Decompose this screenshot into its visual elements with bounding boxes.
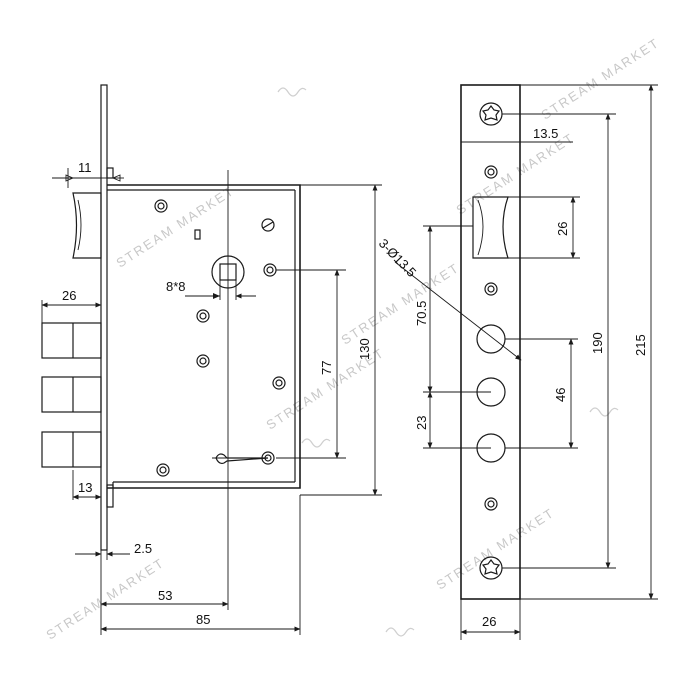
dim-label-130: 130 xyxy=(357,338,372,360)
dim-label-3-holes: 3-Ø13.5 xyxy=(376,236,419,280)
rivet-icon xyxy=(272,376,286,390)
dim-label-53: 53 xyxy=(158,588,172,603)
lock-body-side-view xyxy=(41,84,301,551)
faceplate-top-tab xyxy=(106,167,114,179)
small-slot xyxy=(194,229,201,240)
deadbolt-group xyxy=(41,322,102,468)
dim-label-85: 85 xyxy=(196,612,210,627)
torx-icon xyxy=(481,105,501,121)
deadbolt-2 xyxy=(41,376,102,413)
screw-hole xyxy=(484,497,498,511)
dim-label-26-width: 26 xyxy=(482,614,496,629)
rivet-icon xyxy=(261,218,275,232)
latch-bolt-curve xyxy=(77,199,82,251)
watermark-text-6: STREAM MARKET xyxy=(433,505,557,593)
right-view-dimensions: 3-Ø13.5 13.5 26 70.5 23 46 190 215 xyxy=(376,84,658,640)
latch-opening xyxy=(472,196,509,259)
faceplate-strip xyxy=(100,84,108,551)
left-view-dimensions: 11 26 8*8 77 130 13 2.5 xyxy=(41,160,382,635)
dim-label-70-5: 70.5 xyxy=(414,301,429,326)
dim-label-46: 46 xyxy=(553,388,568,402)
faceplate-front-view xyxy=(460,84,521,600)
faceplate-bottom-tab xyxy=(106,484,114,508)
watermark-text-3: STREAM MARKET xyxy=(453,130,577,218)
deadbolt-1 xyxy=(41,322,102,359)
dim-label-23: 23 xyxy=(414,416,429,430)
torx-icon xyxy=(481,559,501,575)
dim-label-190: 190 xyxy=(590,332,605,354)
dim-label-77: 77 xyxy=(319,361,334,375)
dim-label-8x8: 8*8 xyxy=(166,279,186,294)
screw-hole xyxy=(484,165,498,179)
dim-label-26-latch: 26 xyxy=(555,222,570,236)
watermark-text-4: STREAM MARKET xyxy=(538,35,662,123)
dim-label-11: 11 xyxy=(78,160,92,175)
dim-label-26-bolt: 26 xyxy=(62,288,76,303)
faceplate-outline xyxy=(460,84,521,600)
lock-case-outline xyxy=(107,184,301,489)
latch-bolt xyxy=(72,192,102,259)
dim-label-13: 13 xyxy=(78,480,92,495)
rivet-group xyxy=(154,199,286,477)
deadbolt-3 xyxy=(41,431,102,468)
dim-label-13-5: 13.5 xyxy=(533,126,558,141)
screw-hole xyxy=(484,282,498,296)
watermark-text-1: STREAM MARKET xyxy=(113,183,237,271)
dim-label-215: 215 xyxy=(633,334,648,356)
rivet-icon xyxy=(196,354,210,368)
rivet-icon xyxy=(263,263,277,277)
rivet-icon xyxy=(154,199,168,213)
keyhole xyxy=(215,453,269,465)
rivet-icon xyxy=(196,309,210,323)
rivet-icon xyxy=(156,463,170,477)
dim-label-2-5: 2.5 xyxy=(134,541,152,556)
watermark-text-2: STREAM MARKET xyxy=(338,260,462,348)
